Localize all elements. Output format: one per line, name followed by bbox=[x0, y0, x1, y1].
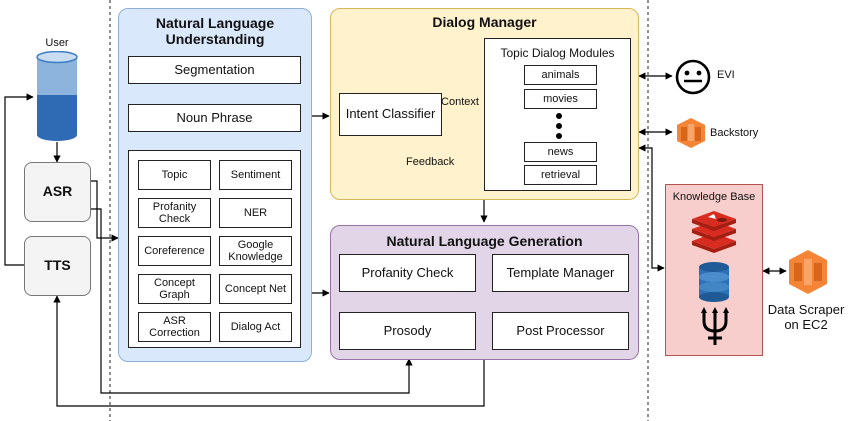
topic-news: news bbox=[524, 142, 597, 162]
topic-movies: movies bbox=[524, 89, 597, 109]
intent-classifier-box: Intent Classifier bbox=[339, 93, 442, 136]
template-manager-box: Template Manager bbox=[492, 254, 629, 292]
nlg-profanity-check-box: Profanity Check bbox=[339, 254, 476, 292]
backstory-label: Backstory bbox=[710, 127, 759, 139]
dynamodb-icon bbox=[699, 262, 729, 302]
topic-dialog-modules-title: Topic Dialog Modules bbox=[500, 46, 615, 60]
concept-graph-module: Concept Graph bbox=[138, 274, 211, 304]
google-knowledge-module: Google Knowledge bbox=[219, 236, 292, 266]
evi-label: EVI bbox=[717, 69, 735, 81]
sentiment-module: Sentiment bbox=[219, 160, 292, 190]
redis-icon bbox=[692, 211, 736, 253]
topic-module: Topic bbox=[138, 160, 211, 190]
aws-lambda-icon bbox=[677, 118, 705, 148]
asr-correction-module: ASR Correction bbox=[138, 312, 211, 342]
dialog-manager-title: Dialog Manager bbox=[432, 14, 537, 30]
nlg-title: Natural Language Generation bbox=[386, 233, 583, 249]
ner-module: NER bbox=[219, 198, 292, 228]
prosody-box: Prosody bbox=[339, 312, 476, 350]
database-icon bbox=[36, 51, 78, 141]
feedback-label: Feedback bbox=[406, 156, 455, 168]
trident-icon bbox=[701, 307, 729, 345]
ellipsis-dots-icon bbox=[556, 113, 562, 139]
segmentation-box: Segmentation bbox=[128, 56, 301, 84]
tts-box: TTS bbox=[24, 236, 91, 296]
aws-ec2-icon bbox=[789, 250, 827, 294]
nlu-title: Natural Language Understanding bbox=[155, 15, 275, 47]
profanity-check-module: Profanity Check bbox=[138, 198, 211, 228]
topic-animals: animals bbox=[524, 65, 597, 85]
context-label: Context bbox=[441, 96, 479, 108]
knowledge-base-title: Knowledge Base bbox=[672, 191, 756, 203]
topic-retrieval: retrieval bbox=[524, 165, 597, 185]
asr-box: ASR bbox=[24, 162, 91, 222]
post-processor-box: Post Processor bbox=[492, 312, 629, 350]
dialog-act-module: Dialog Act bbox=[219, 312, 292, 342]
noun-phrase-box: Noun Phrase bbox=[128, 104, 301, 132]
smiley-icon bbox=[675, 59, 711, 95]
concept-net-module: Concept Net bbox=[219, 274, 292, 304]
user-label: User bbox=[45, 37, 69, 49]
coreference-module: Coreference bbox=[138, 236, 211, 266]
data-scraper-label: Data Scraper on EC2 bbox=[767, 302, 845, 332]
